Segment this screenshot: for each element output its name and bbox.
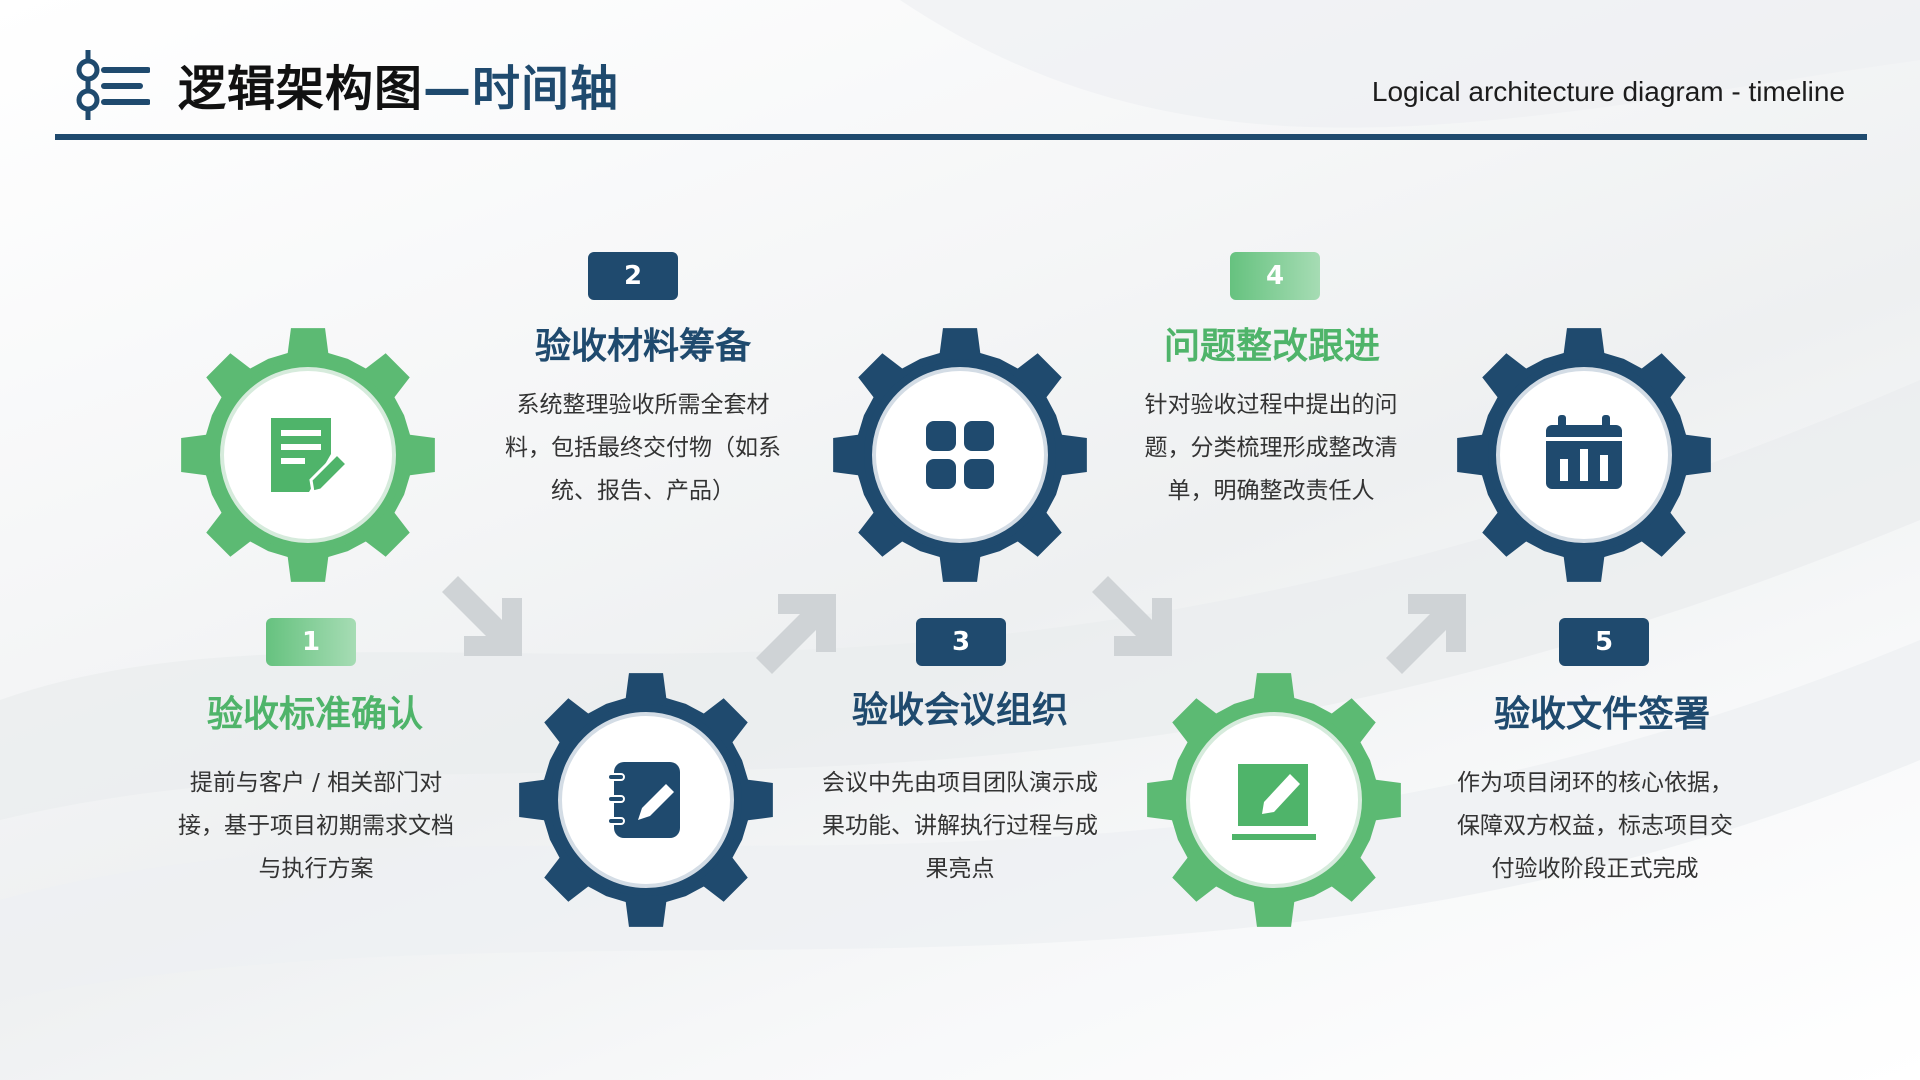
timeline-list-icon [76, 50, 150, 120]
grid-icon [926, 421, 994, 489]
step-3-badge: 3 [916, 618, 1006, 666]
step-2-title: 验收材料筹备 [534, 326, 751, 367]
title-separator: — [423, 61, 473, 117]
arrow-down-right-2 [1092, 576, 1172, 656]
arrow-up-right-1 [756, 594, 836, 674]
step-3-desc: 会议中先由项目团队演示成果功能、讲解执行过程与成果亮点 [822, 770, 1098, 882]
gear-step-4 [1147, 673, 1401, 927]
step-5-badge: 5 [1559, 618, 1649, 666]
gear-step-2 [519, 673, 773, 927]
arrow-up-right-2 [1386, 594, 1466, 674]
calendar-chart-icon [1546, 415, 1622, 489]
step-2-badge: 2 [588, 252, 678, 300]
title-main: 逻辑架构图 [178, 61, 424, 117]
header-divider [55, 134, 1867, 140]
step-4-desc: 针对验收过程中提出的问题，分类梳理形成整改清单，明确整改责任人 [1144, 392, 1398, 504]
notebook-pen-icon [607, 762, 680, 838]
step-3-title: 验收会议组织 [851, 690, 1068, 731]
arrow-down-right-1 [442, 576, 522, 656]
pen-square-icon [1232, 764, 1316, 840]
step-1-title: 验收标准确认 [206, 694, 423, 735]
step-1-badge: 1 [266, 618, 356, 666]
step-1-desc: 提前与客户 / 相关部门对接，基于项目初期需求文档与执行方案 [178, 770, 454, 882]
document-edit-icon [271, 418, 350, 494]
step-5-title: 验收文件签署 [1493, 694, 1710, 735]
title-accent: 时间轴 [472, 61, 620, 117]
gear-step-1 [181, 328, 435, 582]
step-5-desc: 作为项目闭环的核心依据，保障双方权益，标志项目交付验收阶段正式完成 [1457, 770, 1733, 882]
step-4-title: 问题整改跟进 [1163, 326, 1380, 367]
page-title: 逻辑架构图—时间轴 [178, 54, 619, 124]
gear-step-3 [833, 328, 1087, 582]
page-subtitle: Logical architecture diagram - timeline [1371, 76, 1845, 107]
step-4-badge: 4 [1230, 252, 1320, 300]
step-2-desc: 系统整理验收所需全套材料，包括最终交付物（如系统、报告、产品） [505, 392, 781, 504]
gear-step-5 [1457, 328, 1711, 582]
